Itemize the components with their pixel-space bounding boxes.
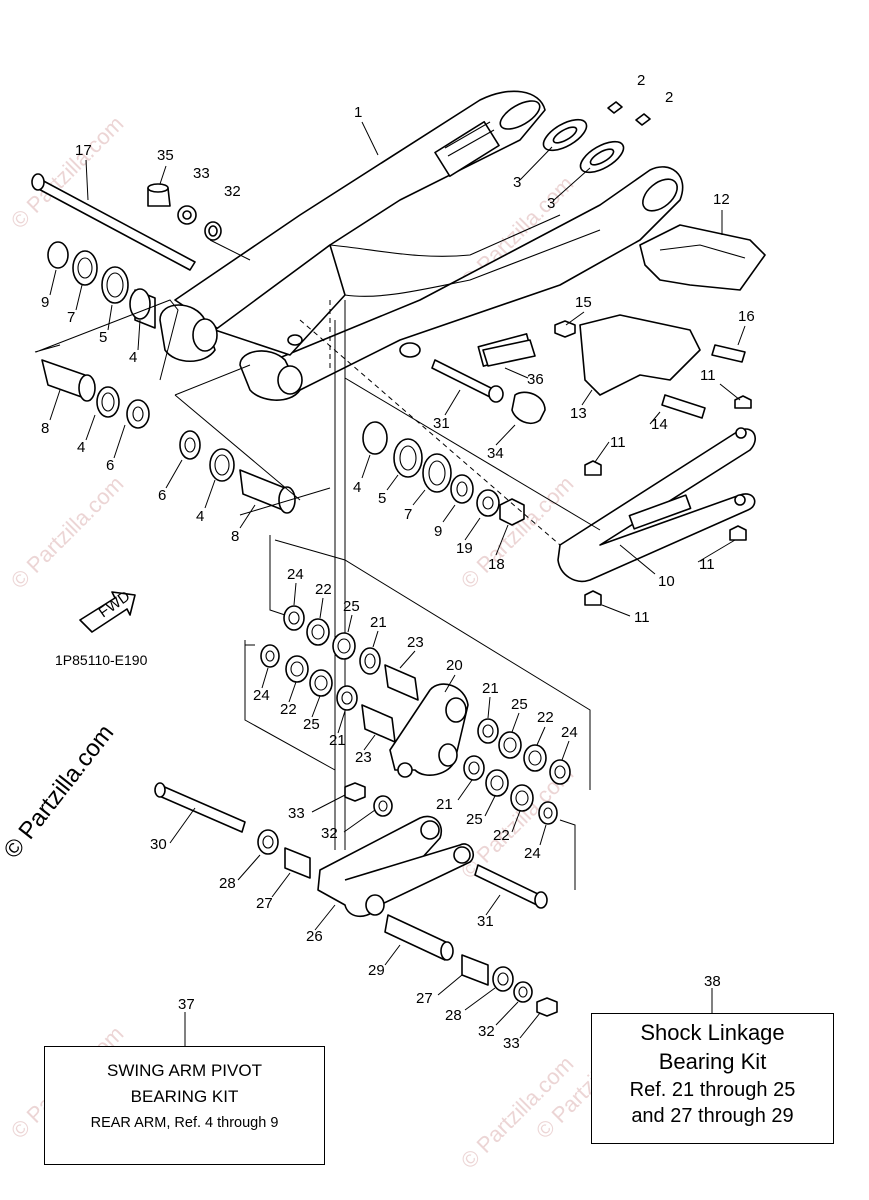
shock-kit-refs-2: and 27 through 29 bbox=[631, 1105, 794, 1127]
callout-number: 23 bbox=[355, 749, 372, 766]
callout-number: 19 bbox=[456, 540, 473, 557]
callout-number: 35 bbox=[157, 147, 174, 164]
shock-kit-refs-1: Ref. 21 through 25 bbox=[629, 1079, 796, 1101]
shock-kit-ref: 38 bbox=[704, 973, 721, 990]
callout-number: 22 bbox=[493, 827, 510, 844]
callout-number: 21 bbox=[370, 614, 387, 631]
callout-number: 30 bbox=[150, 836, 167, 853]
svg-text:© Partzilla.com: © Partzilla.com bbox=[6, 111, 129, 234]
callout-number: 3 bbox=[547, 195, 555, 212]
callout-number: 4 bbox=[196, 508, 204, 525]
callout-number: 26 bbox=[306, 928, 323, 945]
callout-number: 32 bbox=[224, 183, 241, 200]
pivot-shaft bbox=[31, 173, 196, 271]
svg-text:© Partzilla.com: © Partzilla.com bbox=[456, 471, 579, 594]
callout-number: 6 bbox=[106, 457, 114, 474]
callout-number: 4 bbox=[77, 439, 85, 456]
callout-number: 11 bbox=[610, 434, 626, 451]
shock-kit-title: Shock Linkage bbox=[640, 1020, 785, 1045]
callout-number: 25 bbox=[343, 598, 360, 615]
callout-number: 34 bbox=[487, 445, 504, 462]
callout-number: 27 bbox=[256, 895, 273, 912]
callout-number: 21 bbox=[482, 680, 499, 697]
callout-number: 31 bbox=[433, 415, 450, 432]
callout-number: 11 bbox=[699, 556, 715, 573]
callout-number: 23 bbox=[407, 634, 424, 651]
forward-arrow-icon: FWD bbox=[79, 588, 136, 633]
callout-number: 32 bbox=[321, 825, 338, 842]
callout-number: 29 bbox=[368, 962, 385, 979]
callout-number: 24 bbox=[524, 845, 541, 862]
callout-number: 15 bbox=[575, 294, 592, 311]
shock-kit-subtitle: Bearing Kit bbox=[658, 1049, 767, 1074]
callout-number: 21 bbox=[436, 796, 453, 813]
callout-number: 5 bbox=[99, 329, 107, 346]
callout-number: 9 bbox=[41, 294, 49, 311]
callout-number: 2 bbox=[637, 72, 645, 89]
callout-number: 32 bbox=[478, 1023, 495, 1040]
svg-text:© Partzilla.com: © Partzilla.com bbox=[6, 471, 129, 594]
leader-lines bbox=[49, 121, 746, 1046]
callout-number: 24 bbox=[561, 724, 578, 741]
diagram-code: 1P85110-E190 bbox=[55, 652, 148, 668]
swing-arm bbox=[159, 90, 684, 401]
callout-number: 33 bbox=[193, 165, 210, 182]
callout-number: 13 bbox=[570, 405, 587, 422]
callout-number: 11 bbox=[700, 367, 716, 384]
callout-number: 31 bbox=[477, 913, 494, 930]
callout-number: 25 bbox=[303, 716, 320, 733]
callout-number: 17 bbox=[75, 142, 92, 159]
swing-arm-pivot-bearing-kit[interactable]: SWING ARM PIVOT BEARING KIT REAR ARM, Re… bbox=[44, 1046, 325, 1165]
callout-number: 12 bbox=[713, 191, 730, 208]
callout-number: 6 bbox=[158, 487, 166, 504]
callout-number: 9 bbox=[434, 523, 442, 540]
pivot-kit-refs: REAR ARM, Ref. 4 through 9 bbox=[90, 1115, 279, 1131]
pivot-kit-ref: 37 bbox=[178, 996, 195, 1013]
callout-number: 28 bbox=[219, 875, 236, 892]
callout-number: 27 bbox=[416, 990, 433, 1007]
pivot-kit-title: SWING ARM PIVOT bbox=[107, 1061, 262, 1080]
callout-number: 7 bbox=[67, 309, 75, 326]
callout-number: 33 bbox=[503, 1035, 520, 1052]
callout-number: 25 bbox=[466, 811, 483, 828]
callout-number: 36 bbox=[527, 371, 544, 388]
watermark-large: © Partzilla.com bbox=[0, 720, 119, 864]
callout-number: 22 bbox=[280, 701, 297, 718]
callout-number: 28 bbox=[445, 1007, 462, 1024]
callout-number: 2 bbox=[665, 89, 673, 106]
callout-number: 33 bbox=[288, 805, 305, 822]
callout-number: 18 bbox=[488, 556, 505, 573]
pivot-kit-subtitle: BEARING KIT bbox=[130, 1087, 239, 1106]
callout-number: 10 bbox=[658, 573, 675, 590]
callout-number: 8 bbox=[231, 528, 239, 545]
callout-number: 1 bbox=[354, 104, 362, 121]
callout-number: 24 bbox=[253, 687, 270, 704]
callout-number: 16 bbox=[738, 308, 755, 325]
callouts: 1 2 2 3 3 17 35 33 32 12 9 7 5 4 15 16 3… bbox=[41, 72, 755, 1052]
shock-linkage-bearing-kit[interactable]: Shock Linkage Bearing Kit Ref. 21 throug… bbox=[591, 1013, 834, 1144]
callout-number: 22 bbox=[315, 581, 332, 598]
callout-number: 4 bbox=[129, 349, 137, 366]
callout-number: 4 bbox=[353, 479, 361, 496]
callout-number: 3 bbox=[513, 174, 521, 191]
callout-number: 22 bbox=[537, 709, 554, 726]
callout-number: 21 bbox=[329, 732, 346, 749]
callout-number: 7 bbox=[404, 506, 412, 523]
callout-number: 11 bbox=[634, 609, 650, 626]
callout-number: 5 bbox=[378, 490, 386, 507]
callout-number: 8 bbox=[41, 420, 49, 437]
callout-number: 25 bbox=[511, 696, 528, 713]
callout-number: 20 bbox=[446, 657, 463, 674]
callout-number: 14 bbox=[651, 416, 668, 433]
callout-number: 24 bbox=[287, 566, 304, 583]
